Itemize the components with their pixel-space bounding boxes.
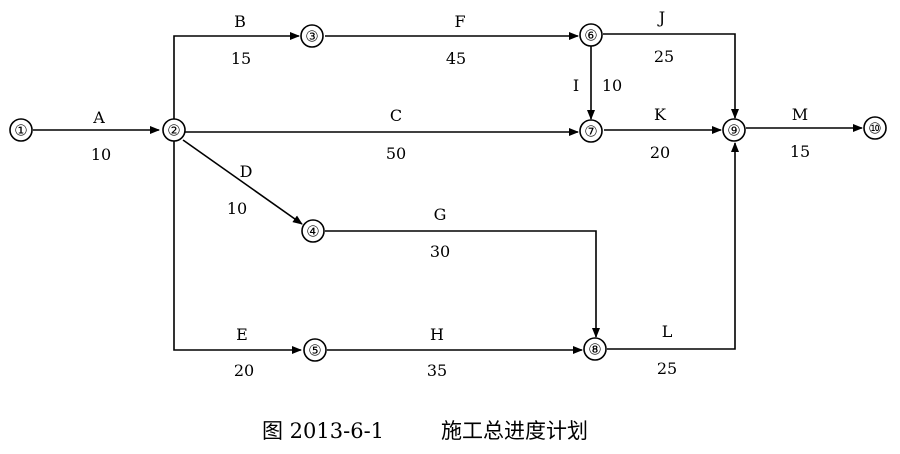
node-1: ① <box>9 118 33 142</box>
activity-b-arrow <box>173 32 300 119</box>
activity-b-name: B <box>234 12 246 31</box>
activity-e-arrow <box>173 141 302 354</box>
node-1-label: ① <box>14 122 27 140</box>
activity-j-name: J <box>657 8 665 27</box>
activity-labels: A 10 B 15 C 50 D 10 E 20 F 45 G 30 H 35 … <box>91 8 810 380</box>
figure-caption: 图 2013-6-1 施工总进度计划 <box>262 419 588 443</box>
figure-number: 图 2013-6-1 <box>262 419 384 443</box>
activity-l-name: L <box>662 322 673 341</box>
node-4-label: ④ <box>306 223 319 241</box>
activity-h-duration: 35 <box>427 361 447 380</box>
node-6: ⑥ <box>579 23 603 47</box>
node-10: ⑩ <box>863 116 887 140</box>
node-4: ④ <box>301 219 325 243</box>
activity-a-name: A <box>92 108 105 127</box>
activity-m-duration: 15 <box>790 142 810 161</box>
node-2: ② <box>162 118 186 142</box>
activity-b-duration: 15 <box>231 49 251 68</box>
node-3-label: ③ <box>305 28 318 46</box>
node-6-label: ⑥ <box>584 27 597 45</box>
activity-k-name: K <box>654 105 667 124</box>
node-5-label: ⑤ <box>308 342 321 360</box>
figure-title: 施工总进度计划 <box>441 419 588 443</box>
node-2-label: ② <box>167 122 180 140</box>
activity-a-duration: 10 <box>91 145 111 164</box>
activity-d-arrow <box>182 139 303 225</box>
activity-c-duration: 50 <box>386 144 406 163</box>
activity-f-duration: 45 <box>446 49 466 68</box>
activity-i-name: I <box>573 76 579 95</box>
node-9-label: ⑨ <box>727 122 740 140</box>
activity-l-arrow <box>607 142 739 350</box>
activity-edges <box>33 32 863 354</box>
activity-d-name: D <box>240 162 253 181</box>
activity-h-name: H <box>430 325 444 344</box>
activity-c-name: C <box>390 106 402 125</box>
activity-g-name: G <box>434 205 447 224</box>
node-8-label: ⑧ <box>588 341 601 359</box>
activity-j-arrow <box>603 33 739 119</box>
activity-l-duration: 25 <box>657 359 677 378</box>
activity-g-duration: 30 <box>430 242 450 261</box>
activity-k-duration: 20 <box>650 143 670 162</box>
activity-e-duration: 20 <box>234 361 254 380</box>
node-9: ⑨ <box>722 118 746 142</box>
node-7: ⑦ <box>579 119 603 143</box>
node-7-label: ⑦ <box>584 123 597 141</box>
activity-g-arrow <box>325 230 600 338</box>
node-8: ⑧ <box>583 337 607 361</box>
activity-f-name: F <box>454 12 465 31</box>
node-3: ③ <box>300 24 324 48</box>
activity-d-duration: 10 <box>227 199 247 218</box>
event-nodes: ① ② ③ ④ ⑤ ⑥ ⑦ ⑧ <box>9 23 887 362</box>
node-5: ⑤ <box>303 338 327 362</box>
activity-m-name: M <box>792 105 808 124</box>
activity-i-duration: 10 <box>602 76 622 95</box>
activity-j-duration: 25 <box>654 47 674 66</box>
node-10-label: ⑩ <box>868 120 881 138</box>
activity-e-name: E <box>236 325 248 344</box>
